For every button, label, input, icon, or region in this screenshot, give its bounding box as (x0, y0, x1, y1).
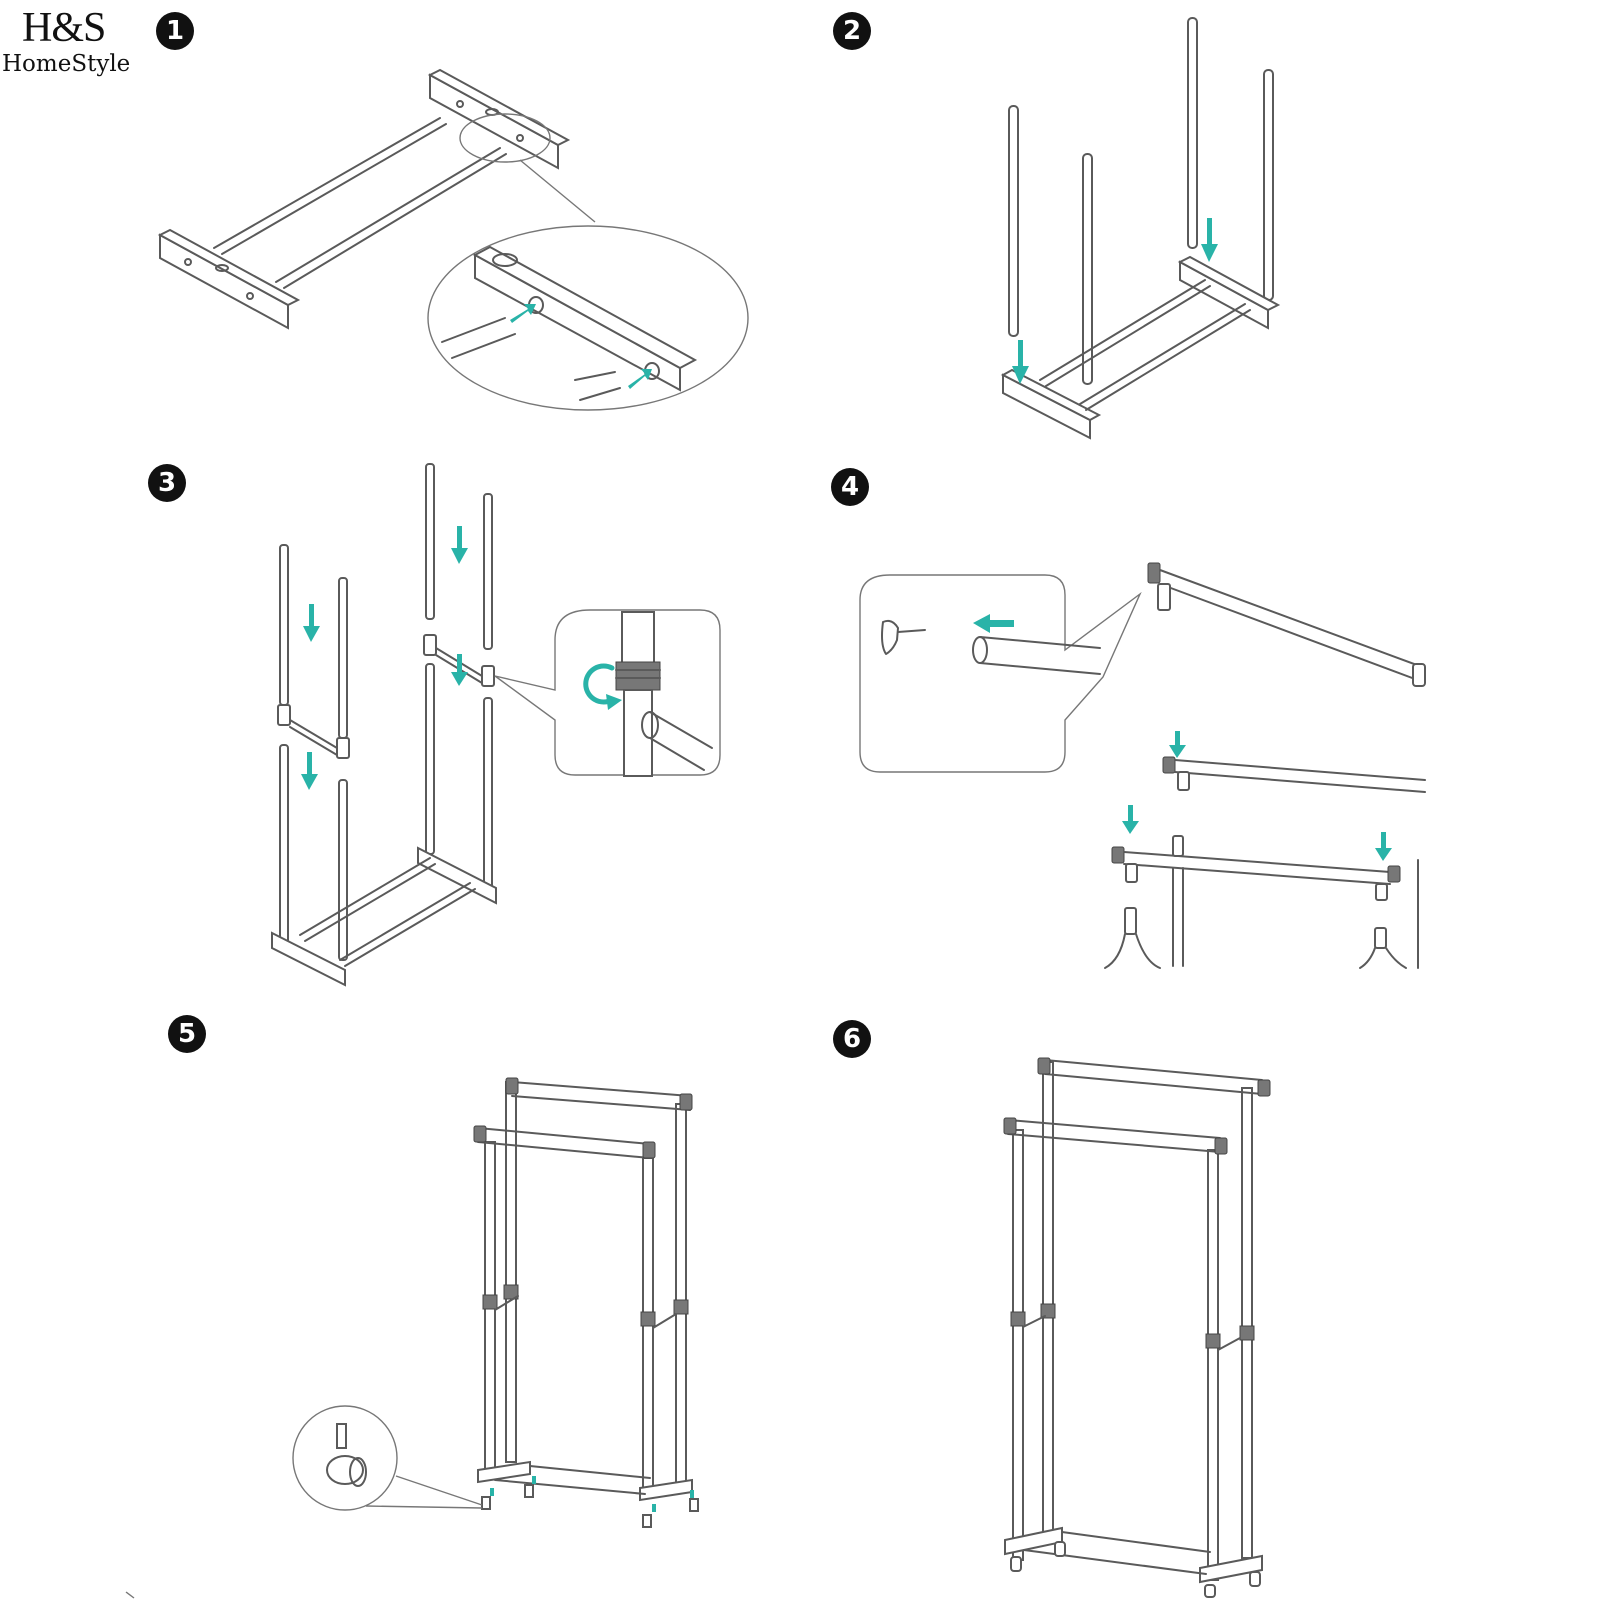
step-1-badge: 1 (156, 12, 194, 50)
step-5-illustration (292, 1077, 699, 1528)
brand-name: HomeStyle (2, 51, 131, 77)
step-5-badge: 5 (168, 1015, 206, 1053)
step-1-illustration (157, 68, 749, 411)
step-3-illustration (271, 463, 721, 987)
brand-mark: H&S (22, 5, 106, 51)
step-4-badge: 4 (831, 468, 869, 506)
step-3-badge: 3 (148, 464, 186, 502)
step-2-badge: 2 (833, 12, 871, 50)
step-6-badge: 6 (833, 1020, 871, 1058)
step-2-illustration (1000, 17, 1281, 440)
step-4-illustration (859, 562, 1426, 969)
step-6-illustration (1003, 1057, 1271, 1598)
